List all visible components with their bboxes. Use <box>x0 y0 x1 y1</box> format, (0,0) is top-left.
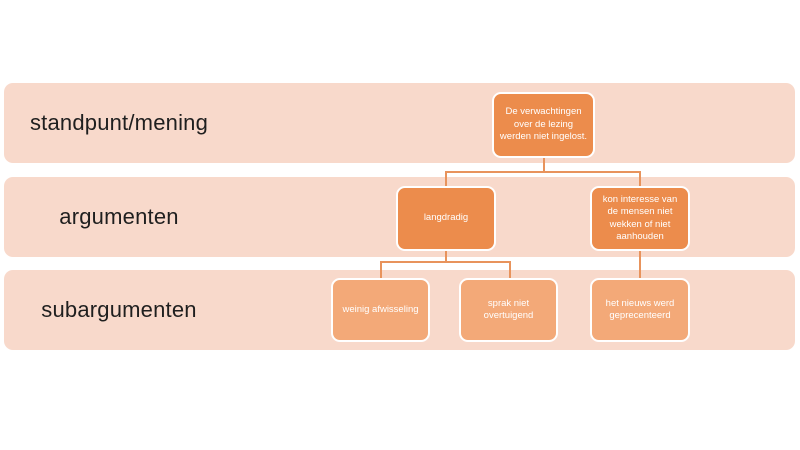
band-standpunt-mening: standpunt/mening <box>4 83 795 163</box>
row-label-argumenten: argumenten <box>59 204 179 229</box>
node-argument-langdradig: langdradig <box>396 186 496 251</box>
connector-root-stem <box>543 157 545 173</box>
row-label-standpunt-mening: standpunt/mening <box>29 110 209 135</box>
connector-root-crossbar <box>445 171 641 173</box>
connector-root-to-arg1 <box>445 171 447 186</box>
node-subargument-het-nieuws: het nieuws werd geprecenteerd <box>590 278 690 342</box>
connector-arg1-to-sub2 <box>509 261 511 278</box>
node-subargument-sprak-niet-overtuigend: sprak niet overtuigend <box>459 278 558 342</box>
row-label-subargumenten: subargumenten <box>41 297 197 322</box>
node-subargument-weinig-afwisseling: weinig afwisseling <box>331 278 430 342</box>
connector-arg2-to-sub3 <box>639 250 641 278</box>
connector-arg1-stem <box>445 250 447 263</box>
node-standpunt-root: De verwachtingen over de lezing werden n… <box>492 92 595 158</box>
connector-root-to-arg2 <box>639 171 641 186</box>
connector-arg1-crossbar <box>380 261 511 263</box>
node-argument-kon-interesse: kon interesse van de mensen niet wekken … <box>590 186 690 251</box>
connector-arg1-to-sub1 <box>380 261 382 278</box>
